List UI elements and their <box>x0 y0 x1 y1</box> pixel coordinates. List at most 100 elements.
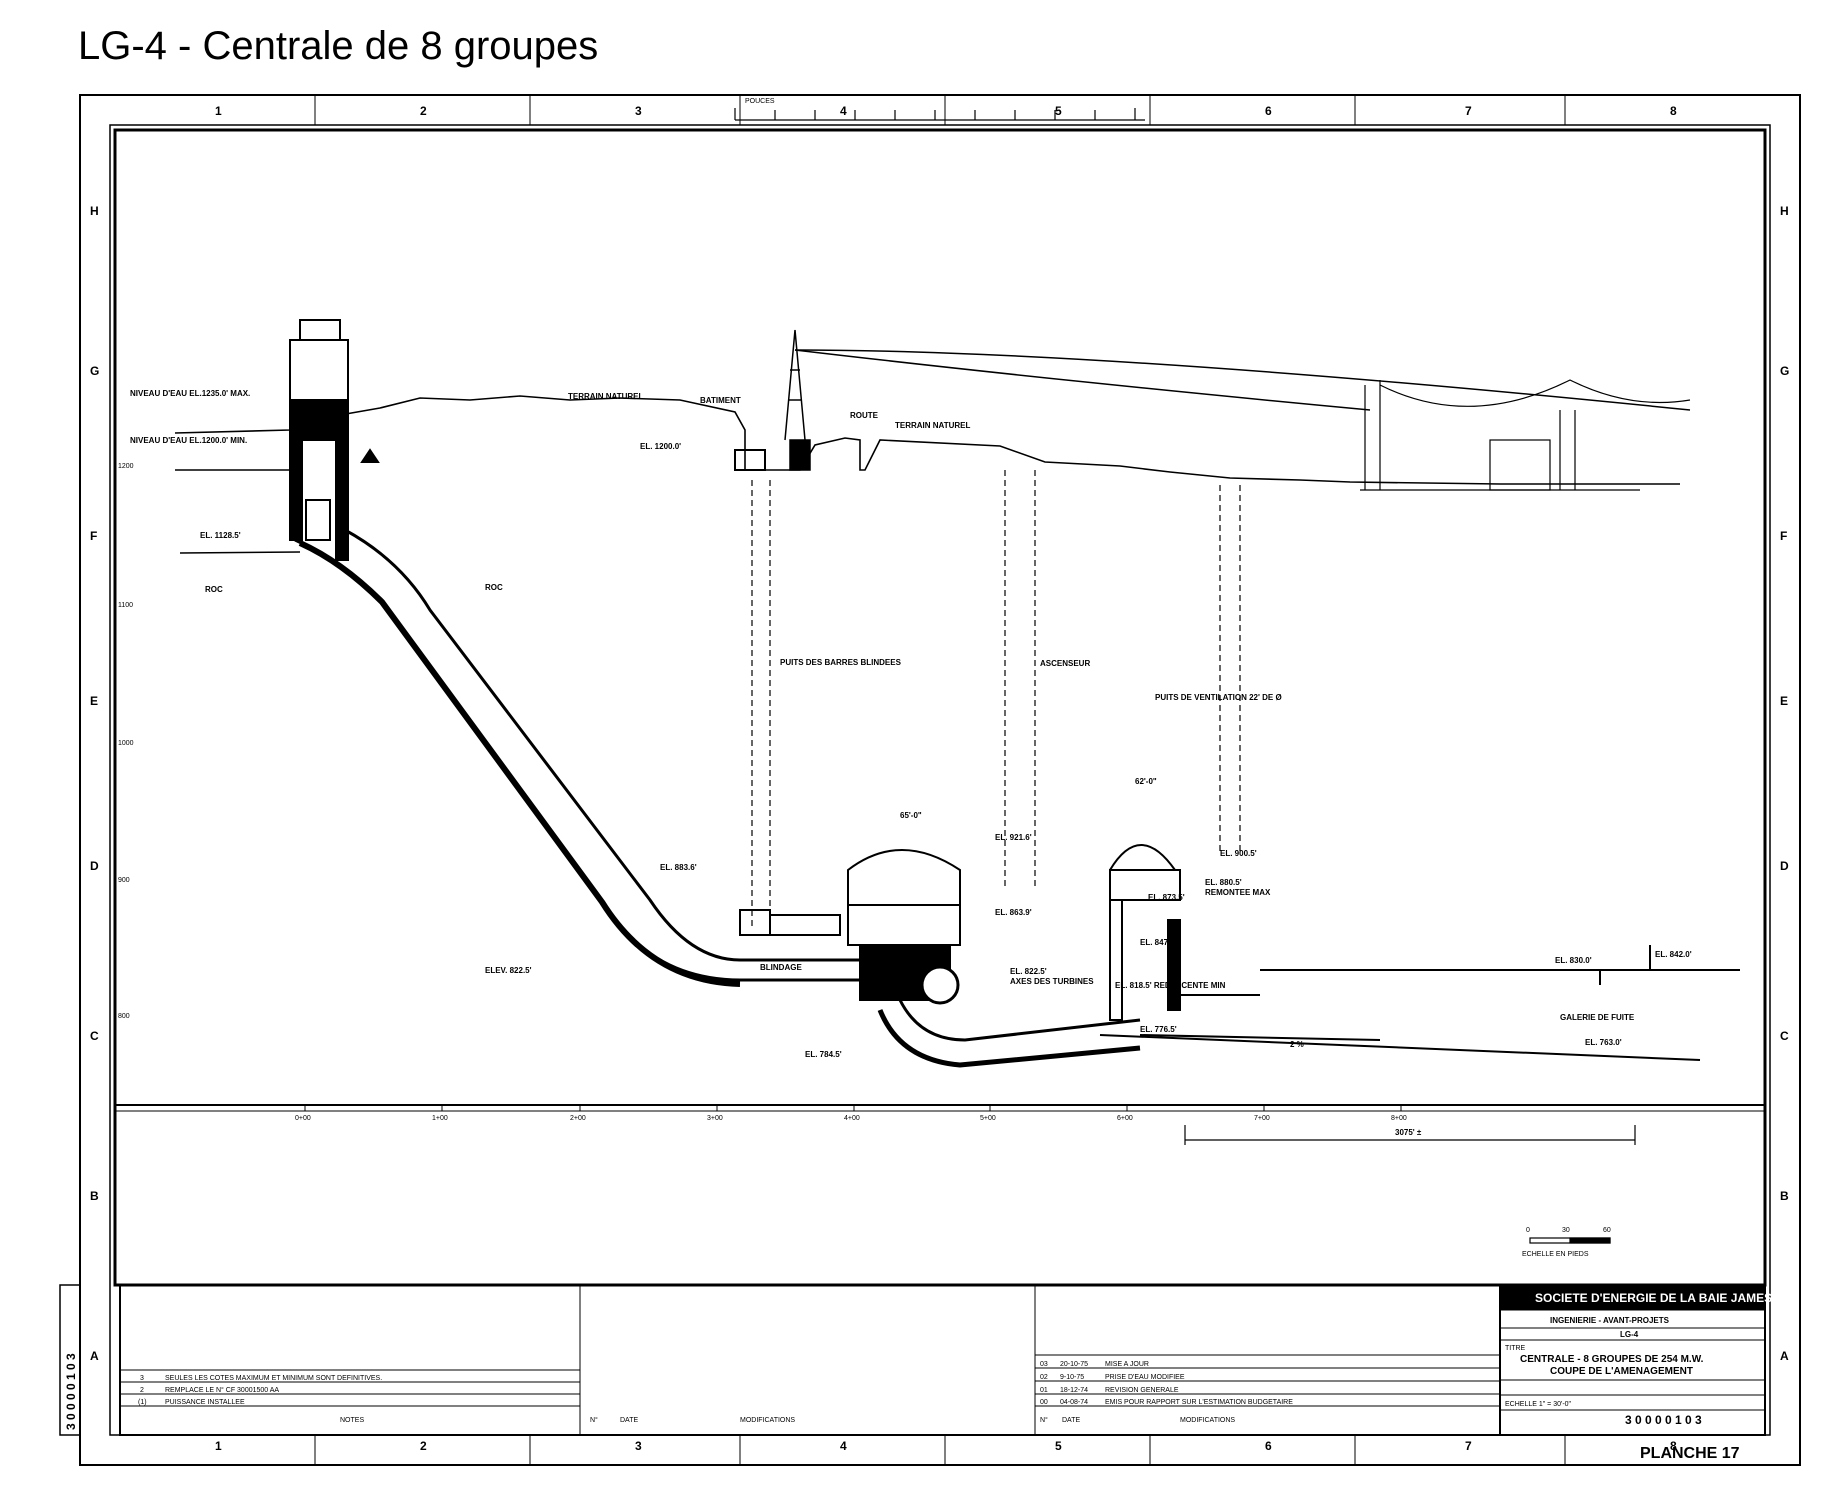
grid-row-F-left: F <box>90 529 97 543</box>
drawing-number: 3 0 0 0 0 1 0 3 <box>1625 1413 1702 1427</box>
grid-row-H-left: H <box>90 204 99 218</box>
label-el1200: EL. 1200.0' <box>640 442 681 451</box>
station-label-4+00: 4+00 <box>844 1115 860 1122</box>
surface-building <box>734 449 766 471</box>
scale-label: ECHELLE EN PIEDS <box>1522 1251 1589 1258</box>
grid-column-7-bottom: 7 <box>1465 1439 1472 1453</box>
rev-02-text: PRISE D'EAU MODIFIEE <box>1105 1374 1185 1381</box>
label-el847: EL. 847.0' <box>1140 938 1177 947</box>
label-el921: EL. 921.6' <box>995 833 1032 842</box>
label-blindage: BLINDAGE <box>760 963 802 972</box>
shafts <box>751 470 1241 930</box>
elevation-tick-800: 800 <box>118 1013 130 1020</box>
grid-row-D-left: D <box>90 859 99 873</box>
echelle-label: ECHELLE 1" = 30'-0" <box>1505 1401 1572 1408</box>
grid-column-2-top: 2 <box>420 104 427 118</box>
label-slope: 2 % <box>1290 1040 1304 1049</box>
note-3-number: 3 <box>140 1375 144 1382</box>
dept-label: INGENIERIE - AVANT-PROJETS <box>1550 1316 1670 1325</box>
label-elev822: ELEV. 822.5' <box>485 966 532 975</box>
grid-column-7-top: 7 <box>1465 104 1472 118</box>
rev-date-header: DATE <box>1062 1417 1080 1424</box>
grid-column-1-top: 1 <box>215 104 222 118</box>
distance-label: 3075' ± <box>1395 1128 1422 1137</box>
label-puits-barres: PUITS DES BARRES BLINDEES <box>780 658 902 667</box>
label-dim-65: 65'-0" <box>900 811 922 820</box>
grid-column-5-top: 5 <box>1055 104 1062 118</box>
page-title: LG-4 - Centrale de 8 groupes <box>78 24 599 68</box>
label-el830: EL. 830.0' <box>1555 956 1592 965</box>
elevation-tick-1000: 1000 <box>118 740 134 747</box>
grid-column-8-top: 8 <box>1670 104 1677 118</box>
left-mod-header: MODIFICATIONS <box>740 1417 795 1424</box>
label-roc-1: ROC <box>205 585 223 594</box>
intake-tower <box>289 319 380 561</box>
grid-column-6-top: 6 <box>1265 104 1272 118</box>
label-el842: EL. 842.0' <box>1655 950 1692 959</box>
scale-tick-0: 0 <box>1526 1227 1530 1234</box>
rev-01-number: 01 <box>1040 1387 1048 1394</box>
label-el784: EL. 784.5' <box>805 1050 842 1059</box>
grid-column-4-bottom: 4 <box>840 1439 847 1453</box>
grid-row-B-left: B <box>90 1189 99 1203</box>
label-galerie: GALERIE DE FUITE <box>1560 1013 1635 1022</box>
grid-row-C-left: C <box>90 1029 99 1043</box>
surge-chamber <box>1099 844 1740 1061</box>
label-remontee: REMONTEE MAX <box>1205 888 1271 897</box>
left-date-header: DATE <box>620 1417 638 1424</box>
label-ascenseur: ASCENSEUR <box>1040 659 1090 668</box>
grid-column-5-bottom: 5 <box>1055 1439 1062 1453</box>
grid-row-E-left: E <box>90 694 98 708</box>
rev-00-text: EMIS POUR RAPPORT SUR L'ESTIMATION BUDGE… <box>1105 1399 1293 1406</box>
notes-header: NOTES <box>340 1417 364 1424</box>
grid-row-D-right: D <box>1780 859 1789 873</box>
grid-row-F-right: F <box>1780 529 1787 543</box>
label-el1128: EL. 1128.5' <box>200 531 241 540</box>
planche-label: PLANCHE 17 <box>1640 1445 1740 1462</box>
powerhouse-cavern <box>739 849 1141 1068</box>
elevation-tick-900: 900 <box>118 877 130 884</box>
rev-00-date: 04-08-74 <box>1060 1399 1088 1406</box>
station-label-3+00: 3+00 <box>707 1115 723 1122</box>
grid-row-B-right: B <box>1780 1189 1789 1203</box>
rev-03-text: MISE A JOUR <box>1105 1361 1149 1368</box>
rev-01-date: 18-12-74 <box>1060 1387 1088 1394</box>
elevation-tick-1100: 1100 <box>118 602 133 609</box>
inch-ruler <box>734 108 1145 121</box>
grid-row-A-left: A <box>90 1349 99 1363</box>
label-axes-turbines: AXES DES TURBINES <box>1010 977 1094 986</box>
grid-column-6-bottom: 6 <box>1265 1439 1272 1453</box>
note-2-text: REMPLACE LE N° CF 30001500 AA <box>165 1386 279 1394</box>
station-label-1+00: 1+00 <box>432 1115 448 1122</box>
grid-row-C-right: C <box>1780 1029 1789 1043</box>
grid-column-3-bottom: 3 <box>635 1439 642 1453</box>
rev-01-text: REVISION GENERALE <box>1105 1387 1179 1394</box>
side-drawing-number: 3 0 0 0 0 1 0 3 <box>64 1353 78 1430</box>
label-el900: EL. 900.5' <box>1220 849 1257 858</box>
rev-no-header: N° <box>1040 1416 1048 1424</box>
grid-column-2-bottom: 2 <box>420 1439 427 1453</box>
elevation-tick-1200: 1200 <box>118 463 134 470</box>
grid-column-4-top: 4 <box>840 104 847 118</box>
label-el776: EL. 776.5' <box>1140 1025 1177 1034</box>
rev-02-date: 9-10-75 <box>1060 1374 1084 1381</box>
label-el880: EL. 880.5' <box>1205 878 1242 887</box>
label-batiment: BATIMENT <box>700 396 741 405</box>
rev-02-number: 02 <box>1040 1374 1048 1381</box>
rev-03-date: 20-10-75 <box>1060 1361 1088 1368</box>
grid-row-A-right: A <box>1780 1349 1789 1363</box>
label-roc-2: ROC <box>485 583 503 592</box>
label-water-min: NIVEAU D'EAU EL.1200.0' MIN. <box>130 436 247 445</box>
scale-tick-30: 30 <box>1562 1227 1570 1234</box>
title-line-2: COUPE DE L'AMENAGEMENT <box>1550 1366 1693 1377</box>
left-no-header: N° <box>590 1416 598 1424</box>
label-redescente: EL. 818.5' REDESCENTE MIN <box>1115 981 1226 990</box>
note-2-number: 2 <box>140 1387 144 1394</box>
rev-mod-header: MODIFICATIONS <box>1180 1417 1235 1424</box>
label-route: ROUTE <box>850 411 879 420</box>
scale-tick-60: 60 <box>1603 1227 1611 1234</box>
label-el883: EL. 883.6' <box>660 863 697 872</box>
station-label-2+00: 2+00 <box>570 1115 586 1122</box>
title-block <box>119 1284 1766 1436</box>
